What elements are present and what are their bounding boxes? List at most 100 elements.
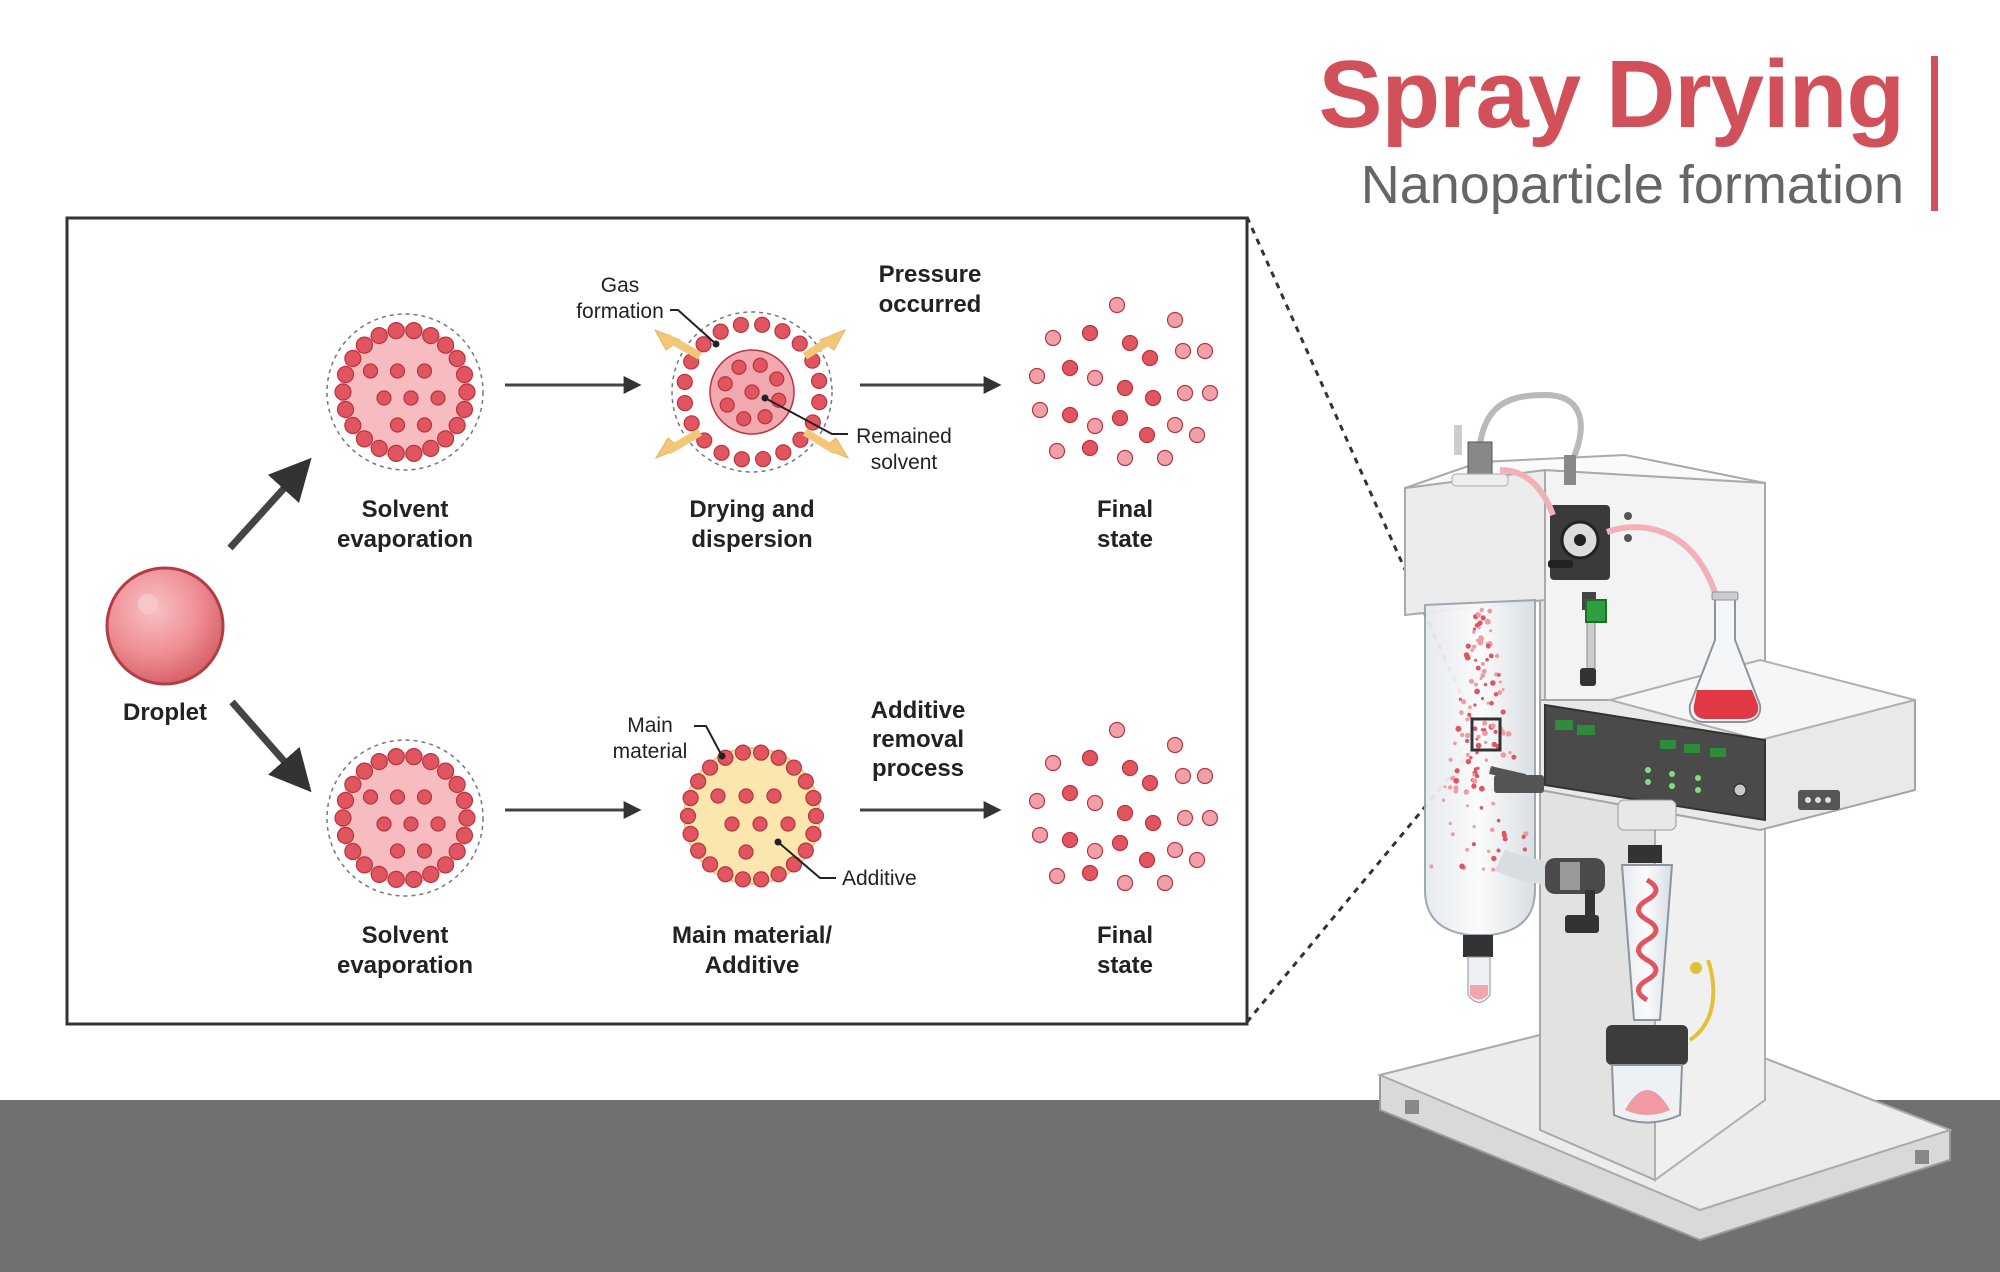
particle: [405, 870, 423, 888]
particle: [334, 809, 352, 827]
particle: [1086, 842, 1104, 860]
top-process-line2: occurred: [879, 291, 982, 318]
spray-particle: [1500, 709, 1506, 715]
particle: [797, 842, 814, 859]
callout-main-line1: Main: [627, 714, 673, 737]
particle: [455, 791, 474, 810]
particle: [682, 789, 699, 807]
droplet-label: Droplet: [123, 699, 207, 726]
spray-particle: [1450, 832, 1455, 837]
spray-particle: [1465, 847, 1469, 852]
spray-particle: [1501, 688, 1505, 691]
spray-particle: [1480, 728, 1484, 732]
particle: [1086, 417, 1104, 435]
spray-particle: [1453, 777, 1460, 784]
spray-particle: [1475, 611, 1480, 616]
bottom-stage1-line2: evaporation: [337, 952, 473, 979]
particle: [1116, 449, 1134, 467]
particle: [785, 759, 803, 776]
spray-particle: [1500, 752, 1507, 758]
spray-particle: [1465, 752, 1470, 757]
particle: [766, 788, 782, 804]
particle: [811, 394, 828, 411]
particle: [1176, 384, 1194, 402]
spray-particle: [1460, 732, 1465, 738]
particle: [422, 753, 440, 771]
spray-particle: [1453, 741, 1457, 746]
spray-particle: [1480, 615, 1486, 621]
particle: [405, 748, 423, 766]
spray-particle: [1485, 643, 1491, 649]
spray-particle: [1475, 750, 1479, 755]
spray-particle: [1471, 778, 1478, 784]
particle: [701, 856, 719, 873]
callout-additive-dot: [774, 838, 782, 846]
particle: [1116, 379, 1134, 397]
bottom-process-line3: process: [872, 755, 964, 782]
spray-particle: [1482, 668, 1487, 674]
callout-additive-label: Additive: [842, 867, 917, 890]
spray-particle: [1482, 730, 1488, 737]
particle: [731, 359, 747, 375]
top-stage1-line1: Solvent: [362, 496, 449, 523]
particle: [695, 336, 712, 353]
particle: [676, 395, 694, 412]
particle: [717, 866, 734, 883]
top-stage1-line2: evaporation: [337, 526, 473, 553]
particle: [389, 843, 406, 859]
particle: [1174, 342, 1192, 360]
pump-icon: [1548, 505, 1610, 580]
top-stage2-line1: Drying and: [689, 496, 814, 523]
particle: [1116, 804, 1134, 822]
spray-particle: [1474, 688, 1480, 695]
particle: [755, 450, 772, 468]
spray-particle: [1508, 751, 1512, 755]
particle: [416, 843, 433, 859]
particle: [1201, 809, 1219, 827]
particle: [1108, 721, 1126, 739]
spray-particle: [1448, 821, 1453, 826]
callout-solvent-leader: [764, 397, 848, 435]
particle: [370, 753, 388, 771]
spray-particle: [1476, 734, 1481, 739]
particle: [1138, 426, 1156, 444]
spray-particle: [1459, 710, 1464, 715]
particle: [1044, 329, 1062, 347]
particle: [1116, 874, 1134, 892]
spray-particle: [1489, 827, 1495, 833]
callout-additive-leader: [777, 841, 836, 879]
spray-particle: [1485, 657, 1489, 662]
particle: [387, 322, 405, 340]
particle: [713, 444, 730, 461]
particle: [336, 791, 355, 810]
particle: [1156, 874, 1174, 892]
particle: [455, 400, 474, 419]
particle: [1081, 864, 1099, 882]
particle: [387, 748, 405, 766]
particle: [676, 373, 693, 390]
spray-particle: [1496, 818, 1501, 823]
particle: [448, 775, 466, 794]
spray-particle: [1455, 725, 1462, 732]
spray-particle: [1477, 639, 1484, 646]
dashed-envelope: [326, 313, 484, 471]
cluster-drying-dispersion: [671, 311, 833, 473]
particle: [370, 865, 388, 883]
particle: [336, 400, 355, 419]
spray-particle: [1469, 756, 1473, 760]
particle: [362, 363, 379, 379]
bottom-stage1-line1: Solvent: [362, 922, 449, 949]
particle: [405, 322, 423, 340]
top-stage2-line2: dispersion: [691, 526, 812, 553]
particle: [770, 866, 787, 883]
particle: [780, 816, 796, 832]
spray-particle: [1474, 682, 1478, 687]
spray-particle: [1482, 720, 1488, 726]
flask-icon: [1688, 591, 1762, 723]
spray-particle: [1465, 758, 1472, 765]
particle: [774, 323, 791, 340]
title-accent-bar: [1931, 56, 1938, 211]
spray-particle: [1490, 680, 1496, 686]
spray-particle: [1448, 785, 1453, 790]
spray-particle: [1465, 738, 1470, 744]
